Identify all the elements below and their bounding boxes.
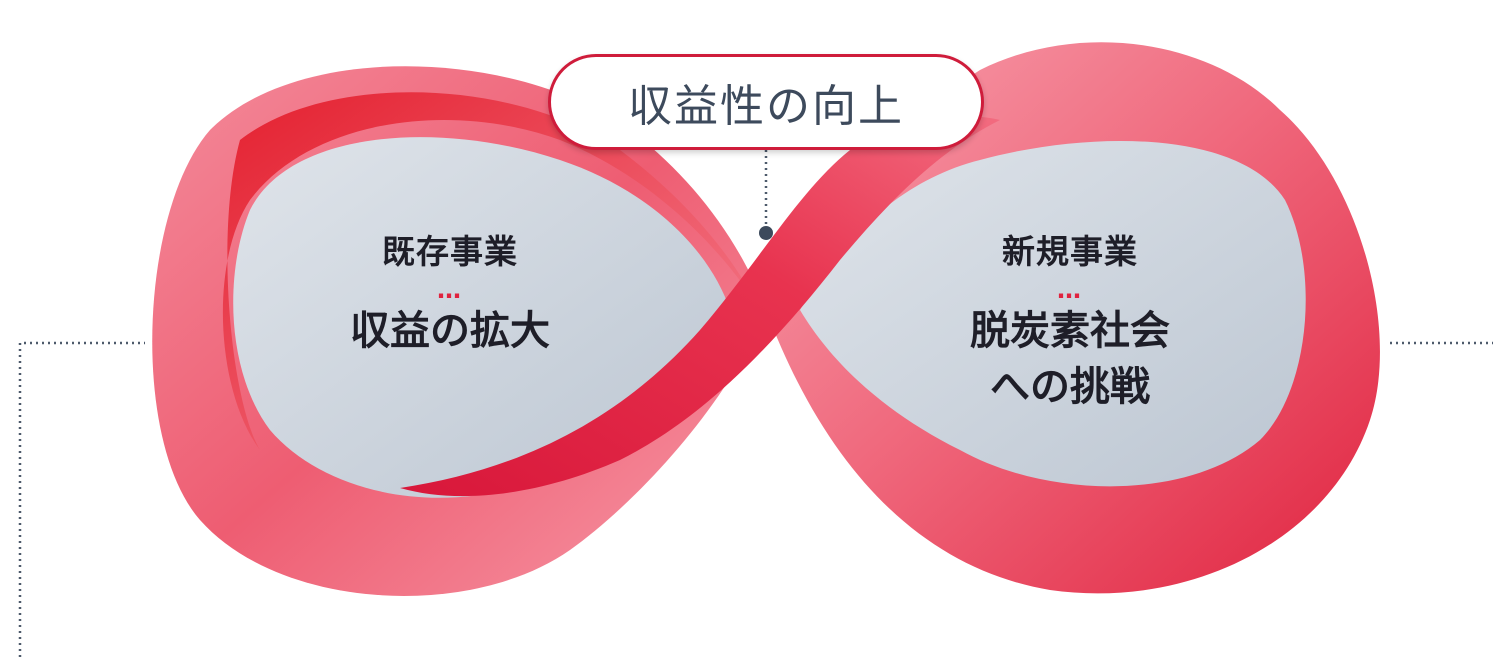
dotted-frame	[18, 341, 1493, 657]
left-kind: 既存事業	[382, 232, 518, 271]
left-separator: …	[437, 276, 463, 304]
left-disc-label: 既存事業 … 収益の拡大	[270, 225, 630, 357]
left-disc	[233, 137, 730, 498]
center-badge-label: 収益性の向上	[628, 81, 904, 132]
infinity-crossing-band	[400, 116, 1000, 497]
infinity-left-inner-edge	[222, 92, 760, 451]
right-disc-label: 新規事業 … 脱炭素社会 への挑戦	[880, 225, 1260, 413]
right-separator: …	[1057, 276, 1083, 304]
right-goal-line1: 脱炭素社会	[970, 308, 1170, 354]
right-disc	[800, 140, 1306, 487]
center-badge: 収益性の向上	[548, 54, 984, 150]
right-goal-line2: への挑戦	[990, 364, 1150, 410]
right-kind: 新規事業	[1002, 232, 1138, 271]
dotted-frame-left	[18, 341, 145, 657]
center-connector-dot	[759, 226, 773, 240]
left-goal: 収益の拡大	[350, 308, 550, 354]
